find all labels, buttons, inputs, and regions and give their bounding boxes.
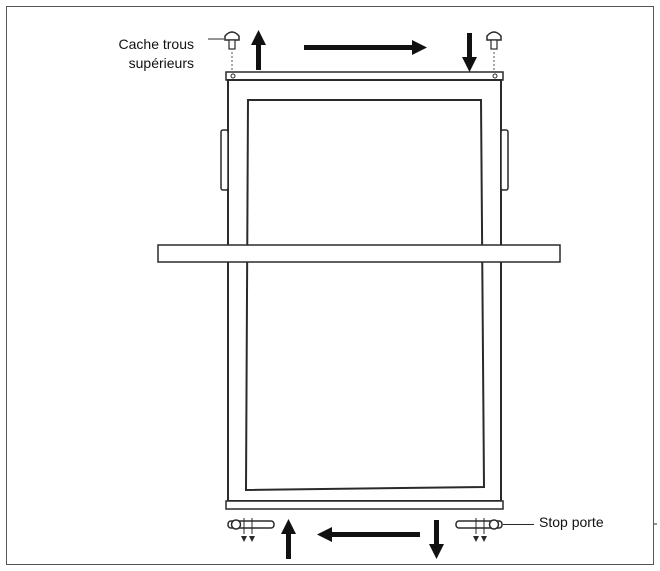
top-hole-covers-label: Cache trous supérieurs (94, 35, 194, 73)
arrow-icon (462, 33, 477, 72)
top-right-screw-hole (492, 73, 498, 79)
door-inner-panel (244, 99, 486, 492)
door-stop-icon (227, 518, 275, 542)
bottom-hinge-strip (225, 500, 504, 510)
hole-cover-plug-icon (486, 31, 502, 70)
top-left-screw-hole (230, 73, 236, 79)
arrow-icon (281, 519, 296, 559)
door-stop-label: Stop porte (539, 514, 604, 530)
top-label-line2: supérieurs (128, 55, 194, 71)
arrow-icon (429, 520, 444, 559)
arrow-icon (304, 40, 427, 55)
hole-cover-plug-icon (208, 31, 240, 50)
door-stop-icon (455, 518, 534, 542)
arrow-icon (251, 30, 266, 70)
top-hinge-strip (225, 71, 504, 81)
door-outer-frame (227, 79, 502, 502)
left-hinge-bump (220, 129, 229, 191)
horizontal-band (157, 244, 561, 263)
arrow-icon (317, 527, 420, 542)
top-label-line1: Cache trous (118, 36, 194, 52)
figure-border (6, 6, 654, 565)
right-hinge-bump (500, 129, 509, 191)
